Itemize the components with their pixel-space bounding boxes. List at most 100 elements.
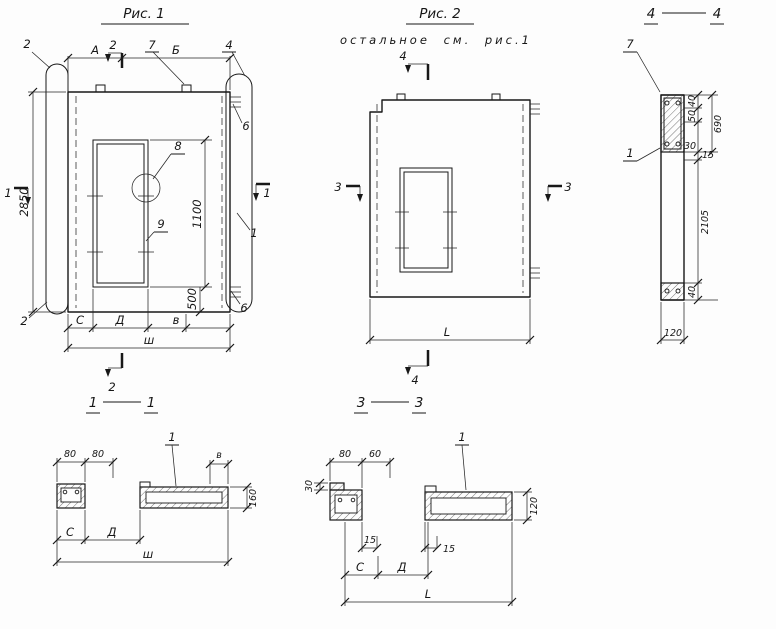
sec33-dim-l-label: L [425, 587, 431, 601]
fig2-lifting-loop-right [491, 93, 501, 101]
sec44-dim-50: 50 [687, 110, 698, 122]
sec44-dim-40-top: 40 [687, 95, 698, 107]
fig1-title: Рис. 1 [123, 6, 165, 22]
sec11-dim-80b: 80 [92, 449, 104, 460]
sec11-part1-label: 1 [168, 430, 175, 444]
sec44-part7-label: 7 [626, 37, 634, 51]
fig2-opening-outer [399, 167, 453, 273]
fig1-cut1-right-label: 1 [263, 186, 270, 200]
fig1-lifting-loop-right [181, 84, 192, 93]
sec33-seg-d-label: Д [397, 560, 407, 574]
sec11-title-left: 1 [89, 395, 98, 411]
fig2-cut3-right-mark: 3 [545, 180, 572, 202]
fig2-opening-ticks [395, 211, 457, 249]
fig1-seg-b-label: Б [172, 43, 180, 57]
fig1-right-edge-strip [225, 73, 253, 313]
fig1-opening-outer [92, 139, 149, 288]
sec11-dim-top: 80 80 в [52, 449, 233, 484]
fig1-opening-ticks [87, 195, 154, 253]
sec11-title-right: 1 [147, 395, 156, 411]
fig2-dim-length: L [365, 299, 535, 345]
figure-2: Рис. 2 остальное см. рис.1 4 4 [334, 6, 571, 387]
fig1-dim-2850: 2850 [17, 187, 31, 216]
sec44-dim-15: 15 [702, 150, 714, 161]
fig1-dim-width-label: ш [144, 333, 155, 347]
sec44-dim-120: 120 [656, 302, 689, 345]
fig1-seg-c-label: С [76, 313, 84, 327]
fig1-part7-label: 7 [148, 38, 156, 52]
fig1-cut2-top-label: 2 [109, 38, 116, 52]
fig1-cut2-top-mark: 2 [105, 38, 124, 68]
section-4-4: 4 4 7 1 40 50 690 30 [623, 6, 724, 345]
sec11-dim-bottom: С Д ш [52, 510, 233, 567]
fig1-part2-bottom-label: 2 [20, 314, 27, 328]
fig1-dim-height: 2850 [17, 87, 66, 317]
sec44-part1-label: 1 [626, 146, 633, 160]
fig1-seg-v-label: в [173, 313, 180, 327]
fig2-title: Рис. 2 [419, 6, 461, 22]
fig1-dim-500: 500 [185, 288, 199, 310]
sec44-title-left: 4 [647, 6, 656, 22]
fig1-cut1-left-mark: 1 [4, 186, 31, 205]
fig2-cut3-left-mark: 3 [334, 180, 363, 202]
fig1-left-edge-strip [45, 63, 69, 315]
fig1-part2-top-label: 2 [23, 37, 30, 51]
sec44-dim-30: 30 [684, 141, 696, 152]
sec11-seg-c-label: С [66, 525, 74, 539]
fig1-cut1-right-mark: 1 [253, 182, 271, 201]
sec33-dim-80: 80 [339, 449, 351, 460]
fig1-dim-opening: 1100 500 [150, 135, 212, 317]
fig1-part8-label: 8 [174, 139, 181, 153]
fig1-part6-top-label: 6 [242, 119, 249, 133]
fig2-lifting-loop-left [396, 93, 406, 101]
fig1-cut2-bottom-mark: 2 [105, 353, 124, 394]
sec11-seg-d-label: Д [107, 525, 117, 539]
sec44-dim-2105: 2105 [700, 210, 711, 234]
sec11-dim-160-label: 160 [248, 489, 259, 507]
sec44-bottom-detail [660, 282, 685, 301]
sec33-dim-15-left: 15 [364, 535, 376, 546]
sec33-dim-30-label: 30 [304, 480, 315, 492]
fig1-seg-a-label: А [90, 43, 99, 57]
figure-1: Рис. 1 8 9 6 1 6 2 [4, 6, 270, 394]
sec44-dim-690: 690 [713, 115, 724, 133]
sec33-dim-30: 30 [304, 478, 328, 495]
sec44-dim-chain: 40 50 690 30 15 2105 40 [684, 90, 724, 305]
fig1-right-notches [230, 96, 241, 298]
sec33-part1-label: 1 [458, 430, 465, 444]
fig2-cut4-top-label: 4 [399, 49, 406, 63]
fig1-part6-bottom-label: 6 [240, 301, 247, 315]
fig1-dim-bottom-rows: С Д в ш [63, 289, 235, 353]
sec44-top-detail [660, 94, 685, 153]
fig1-panel-outline [67, 91, 231, 313]
fig1-part9-label: 9 [157, 217, 164, 231]
fig1-part4-label: 4 [225, 38, 232, 52]
sec33-dim-15s: 15 15 [357, 522, 455, 555]
fig2-panel-outline [369, 99, 531, 298]
sec33-dim-120: 120 [514, 487, 540, 525]
fig1-seg-d-label: Д [115, 313, 125, 327]
fig1-part1-right-label: 1 [250, 226, 257, 240]
fig2-cut4-bottom-label: 4 [411, 373, 418, 387]
sec44-dim-120-label: 120 [664, 328, 682, 339]
sec33-title-left: 3 [357, 395, 366, 411]
sec11-dim-80a: 80 [64, 449, 76, 460]
fig2-cut3-left-label: 3 [334, 180, 341, 194]
sec33-dim-60: 60 [369, 449, 381, 460]
sec33-left-piece-tab [329, 482, 345, 491]
sec11-seg-v-label: в [216, 450, 222, 461]
fig1-detail-circle [131, 173, 161, 203]
fig2-cut3-right-label: 3 [564, 180, 571, 194]
fig1-opening-inner [96, 143, 145, 284]
sec33-seg-c-label: С [356, 560, 364, 574]
section-1-1: 1 1 1 80 80 в 160 [52, 395, 259, 567]
fig1-cut1-left-label: 1 [4, 186, 11, 200]
sec11-dim-width-label: ш [143, 547, 154, 561]
fig2-cut4-top-mark: 4 [399, 49, 430, 80]
sec44-title-right: 4 [713, 6, 722, 22]
sec11-dim-160: 160 [230, 482, 259, 513]
fig2-right-notches [530, 103, 540, 279]
fig1-cut2-bottom-label: 2 [108, 380, 115, 394]
